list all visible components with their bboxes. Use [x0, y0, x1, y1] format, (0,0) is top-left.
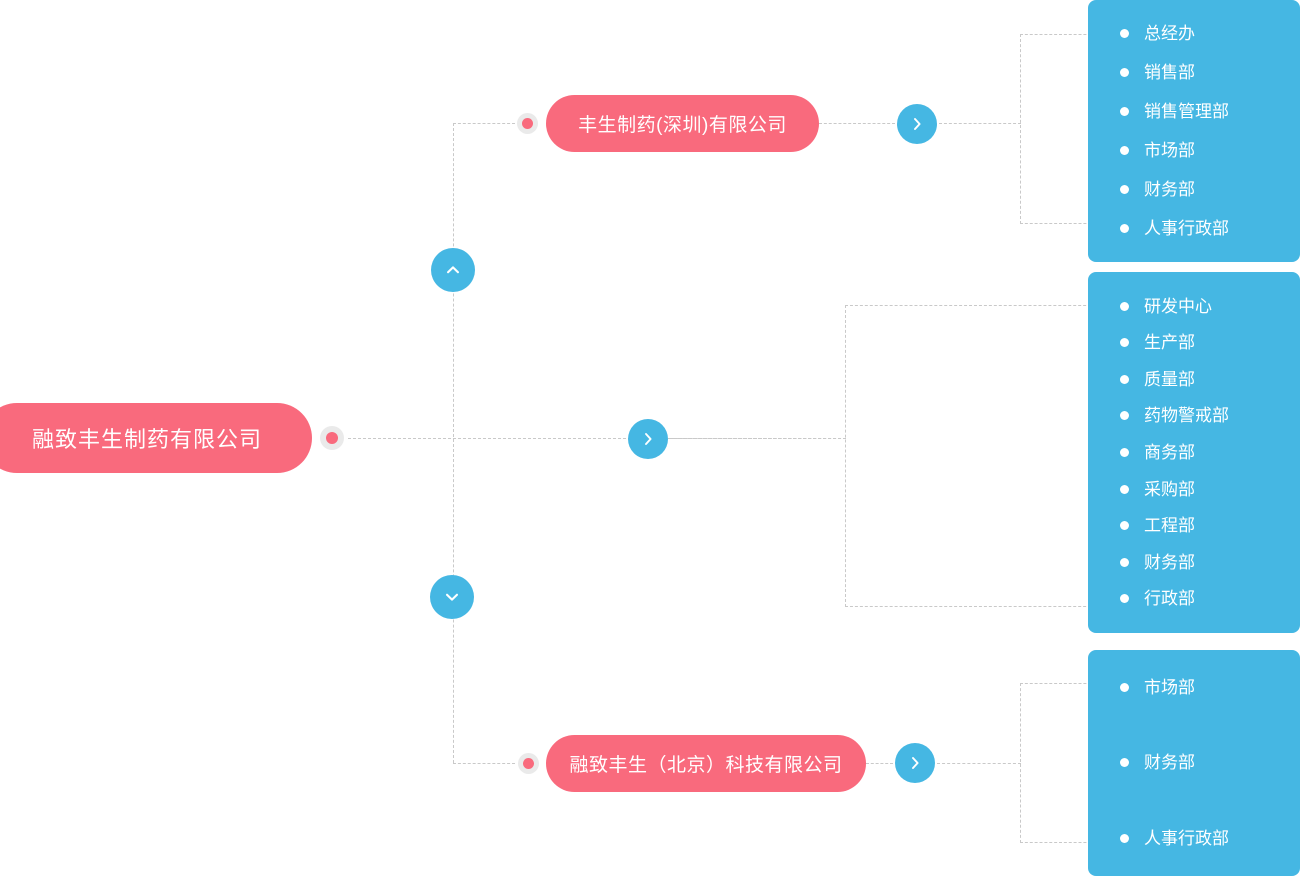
bullet-icon — [1120, 374, 1129, 384]
department-item[interactable]: 采购部 — [1088, 471, 1300, 508]
bullet-icon — [1120, 521, 1129, 531]
bullet-icon — [1120, 301, 1129, 311]
department-item[interactable]: 总经办 — [1088, 14, 1300, 53]
bullet-icon — [1120, 224, 1129, 233]
department-item[interactable]: 财务部 — [1088, 725, 1300, 800]
department-label: 研发中心 — [1144, 296, 1212, 316]
root-company-label: 融致丰生制药有限公司 — [31, 427, 262, 452]
bullet-icon — [1120, 29, 1129, 38]
branch-bottom-connector-dot — [518, 753, 539, 774]
bullet-icon — [1120, 833, 1129, 843]
branch-node-beijing[interactable]: 融致丰生（北京）科技有限公司 — [546, 735, 866, 792]
bullet-icon — [1120, 107, 1129, 116]
department-item[interactable]: 市场部 — [1088, 650, 1300, 725]
connector-bottom-expand-to-bracket — [937, 763, 1021, 764]
connector-branch-bottom-horizontal — [453, 763, 515, 764]
department-item[interactable]: 质量部 — [1088, 361, 1300, 398]
bullet-icon — [1120, 146, 1129, 155]
department-label: 生产部 — [1144, 333, 1195, 353]
department-item[interactable]: 商务部 — [1088, 434, 1300, 471]
department-label: 总经办 — [1144, 24, 1195, 43]
root-company-node[interactable]: 融致丰生制药有限公司 — [0, 403, 312, 473]
department-item[interactable]: 生产部 — [1088, 325, 1300, 362]
bullet-icon — [1120, 448, 1129, 457]
branch-node-shenzhen[interactable]: 丰生制药(深圳)有限公司 — [546, 95, 819, 152]
bullet-icon — [1120, 185, 1129, 194]
expand-button-middle[interactable] — [628, 419, 668, 459]
bullet-icon — [1120, 338, 1129, 348]
department-label: 市场部 — [1144, 141, 1195, 160]
department-item[interactable]: 工程部 — [1088, 507, 1300, 544]
department-label: 人事行政部 — [1144, 828, 1229, 848]
department-label: 质量部 — [1144, 369, 1195, 389]
department-item[interactable]: 研发中心 — [1088, 288, 1300, 325]
root-connector-dot — [320, 426, 344, 450]
department-label: 财务部 — [1144, 552, 1195, 572]
department-label: 采购部 — [1144, 479, 1195, 499]
branch-node-beijing-label: 融致丰生（北京）科技有限公司 — [569, 755, 843, 776]
department-item[interactable]: 销售管理部 — [1088, 92, 1300, 131]
chevron-down-icon — [442, 587, 462, 607]
department-label: 市场部 — [1144, 678, 1195, 698]
connector-trunk-vertical — [453, 123, 454, 763]
branch-top-connector-dot — [517, 113, 538, 134]
department-label: 工程部 — [1144, 516, 1195, 536]
expand-button-beijing[interactable] — [895, 743, 935, 783]
bracket-middle-panel — [845, 305, 1101, 607]
department-list-middle: 研发中心生产部质量部药物警戒部商务部采购部工程部财务部行政部 — [1088, 272, 1300, 633]
chevron-up-icon — [443, 260, 463, 280]
department-item[interactable]: 人事行政部 — [1088, 209, 1300, 248]
department-item[interactable]: 市场部 — [1088, 131, 1300, 170]
bullet-icon — [1120, 594, 1129, 604]
chevron-right-icon — [908, 115, 926, 133]
department-label: 药物警戒部 — [1144, 406, 1229, 426]
department-panel-shenzhen: 总经办销售部销售管理部市场部财务部人事行政部 — [1088, 0, 1300, 262]
department-label: 销售管理部 — [1144, 102, 1229, 121]
connector-branch-top-horizontal — [453, 123, 515, 124]
department-item[interactable]: 财务部 — [1088, 170, 1300, 209]
connector-middle-expand-to-bracket — [670, 438, 846, 439]
bullet-icon — [1120, 557, 1129, 567]
department-item[interactable]: 药物警戒部 — [1088, 398, 1300, 435]
department-item[interactable]: 人事行政部 — [1088, 801, 1300, 876]
bullet-icon — [1120, 683, 1129, 693]
department-label: 财务部 — [1144, 753, 1195, 773]
chevron-right-icon — [906, 754, 924, 772]
department-label: 人事行政部 — [1144, 219, 1229, 238]
branch-node-shenzhen-label: 丰生制药(深圳)有限公司 — [578, 115, 787, 136]
bullet-icon — [1120, 758, 1129, 768]
department-label: 财务部 — [1144, 180, 1195, 199]
collapse-down-button[interactable] — [430, 575, 474, 619]
department-label: 销售部 — [1144, 63, 1195, 82]
bullet-icon — [1120, 411, 1129, 421]
bracket-top-panel — [1020, 34, 1101, 224]
bullet-icon — [1120, 484, 1129, 494]
department-item[interactable]: 销售部 — [1088, 53, 1300, 92]
collapse-up-button[interactable] — [431, 248, 475, 292]
bullet-icon — [1120, 68, 1129, 77]
connector-top-node-to-expand — [819, 123, 895, 124]
department-list-shenzhen: 总经办销售部销售管理部市场部财务部人事行政部 — [1088, 0, 1300, 262]
department-item[interactable]: 财务部 — [1088, 544, 1300, 581]
connector-root-horizontal — [348, 438, 846, 439]
department-panel-middle: 研发中心生产部质量部药物警戒部商务部采购部工程部财务部行政部 — [1088, 272, 1300, 633]
expand-button-shenzhen[interactable] — [897, 104, 937, 144]
department-label: 商务部 — [1144, 443, 1195, 462]
chevron-right-icon — [639, 430, 657, 448]
connector-top-expand-to-bracket — [939, 123, 1021, 124]
connector-bottom-node-to-expand — [866, 763, 893, 764]
department-label: 行政部 — [1144, 589, 1195, 609]
department-list-beijing: 市场部财务部人事行政部 — [1088, 650, 1300, 876]
department-item[interactable]: 行政部 — [1088, 580, 1300, 617]
department-panel-beijing: 市场部财务部人事行政部 — [1088, 650, 1300, 876]
bracket-bottom-panel — [1020, 683, 1101, 843]
